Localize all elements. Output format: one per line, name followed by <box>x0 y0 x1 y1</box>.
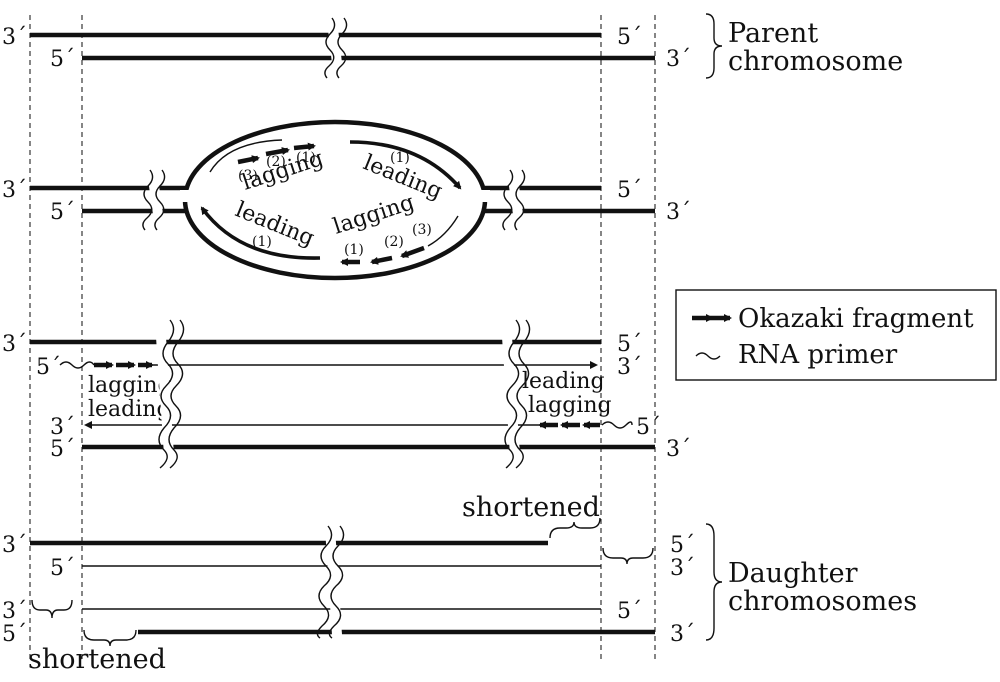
leading-label: leading <box>88 397 171 422</box>
break-mark <box>336 17 348 79</box>
primer-squiggle <box>601 421 633 429</box>
end-label-5: 5´ <box>617 178 642 203</box>
break-mark <box>324 17 336 79</box>
daughter-chromosomes: shortened shortened 3´ 5´ 3´ 5´ 5´ 3´ 5´… <box>2 492 917 675</box>
break-mark <box>154 169 166 231</box>
legend: Okazaki fragment RNA primer <box>675 289 997 381</box>
fragment-number: (1) <box>390 150 410 166</box>
lagging-label: lagging <box>528 393 612 418</box>
legend-primer-label: RNA primer <box>738 340 898 370</box>
bubble-outer <box>182 119 488 281</box>
okazaki-fragment <box>293 142 316 151</box>
replication-bubble: (3) (2) (1) (1) (1) (1) (2) (3) lagging … <box>2 119 691 281</box>
primer-squiggle <box>209 139 283 173</box>
shortened-brace <box>83 629 137 647</box>
daughter-brace <box>705 523 723 641</box>
shortened-brace <box>602 547 654 565</box>
leading-strand-top <box>349 140 462 190</box>
daughter-label-line1: Daughter <box>728 558 858 589</box>
break-mark <box>514 169 526 231</box>
break-gap <box>501 321 521 471</box>
shortened-brace <box>31 599 73 619</box>
fragment-number: (1) <box>296 150 316 166</box>
end-label-3: 3´ <box>666 200 691 225</box>
end-label-5: 5´ <box>50 47 75 72</box>
break-mark <box>168 319 185 469</box>
end-label-3: 3´ <box>50 415 75 440</box>
fragment-number: (1) <box>344 242 364 258</box>
end-label-5: 5´ <box>670 533 695 558</box>
break-mark <box>328 525 345 639</box>
end-label-5: 5´ <box>617 599 642 624</box>
fragment-number: (2) <box>384 234 404 250</box>
okazaki-fragment <box>370 255 393 265</box>
parent-brace <box>705 13 723 79</box>
break-gap <box>155 321 175 471</box>
daughter-label-line2: chromosomes <box>728 586 917 617</box>
break-mark <box>316 525 333 639</box>
end-label-5: 5´ <box>50 437 75 462</box>
lagging-label: lagging <box>88 373 172 398</box>
break-gap <box>327 19 343 73</box>
break-mark <box>142 169 154 231</box>
break-mark <box>158 319 175 469</box>
shortened-label: shortened <box>462 492 600 523</box>
end-label-3: 3´ <box>2 178 27 203</box>
guide-lines <box>29 15 656 660</box>
parent-chromosome: 3´ 5´ 5´ 3´ Parent chromosome <box>2 13 903 79</box>
fragment-number: (2) <box>266 154 286 170</box>
parent-label-line2: chromosome <box>728 46 903 77</box>
end-label-3: 3´ <box>666 47 691 72</box>
break-mark <box>504 319 521 469</box>
end-label-5: 5´ <box>636 415 661 440</box>
end-label-5: 5´ <box>2 622 27 647</box>
end-label-3: 3´ <box>666 437 691 462</box>
legend-okazaki-label: Okazaki fragment <box>738 304 974 334</box>
separated-strands: 3´ 5´ 5´ 3´ lagging leading leading lagg… <box>2 319 691 471</box>
shortened-label: shortened <box>28 644 166 675</box>
end-label-3: 3´ <box>2 599 27 624</box>
fragment-number: (1) <box>252 234 272 250</box>
end-label-5: 5´ <box>617 25 642 50</box>
end-label-3: 3´ <box>670 622 695 647</box>
primer-squiggle <box>427 215 459 247</box>
legend-box <box>675 289 997 381</box>
end-label-5: 5´ <box>36 355 61 380</box>
okazaki-fragment <box>237 155 260 165</box>
okazaki-fragment <box>400 245 425 259</box>
end-label-5: 5´ <box>50 556 75 581</box>
end-label-3: 3´ <box>2 332 27 357</box>
leading-strand-bottom <box>200 206 321 260</box>
parent-label-line1: Parent <box>728 18 818 49</box>
okazaki-fragment <box>265 147 290 157</box>
end-label-3: 3´ <box>2 25 27 50</box>
fragment-number: (3) <box>412 222 432 238</box>
end-label-5: 5´ <box>617 332 642 357</box>
legend-primer-icon <box>695 352 721 360</box>
end-label-5: 5´ <box>50 200 75 225</box>
primer-squiggle <box>59 361 95 369</box>
leading-label: leading <box>522 369 605 394</box>
shortened-brace <box>549 517 601 539</box>
break-mark <box>502 169 514 231</box>
break-mark <box>514 319 531 469</box>
fragment-number: (3) <box>238 168 258 184</box>
end-label-3: 3´ <box>670 556 695 581</box>
lagging-label: lagging <box>330 190 417 240</box>
end-label-3: 3´ <box>2 533 27 558</box>
end-label-3: 3´ <box>617 355 642 380</box>
